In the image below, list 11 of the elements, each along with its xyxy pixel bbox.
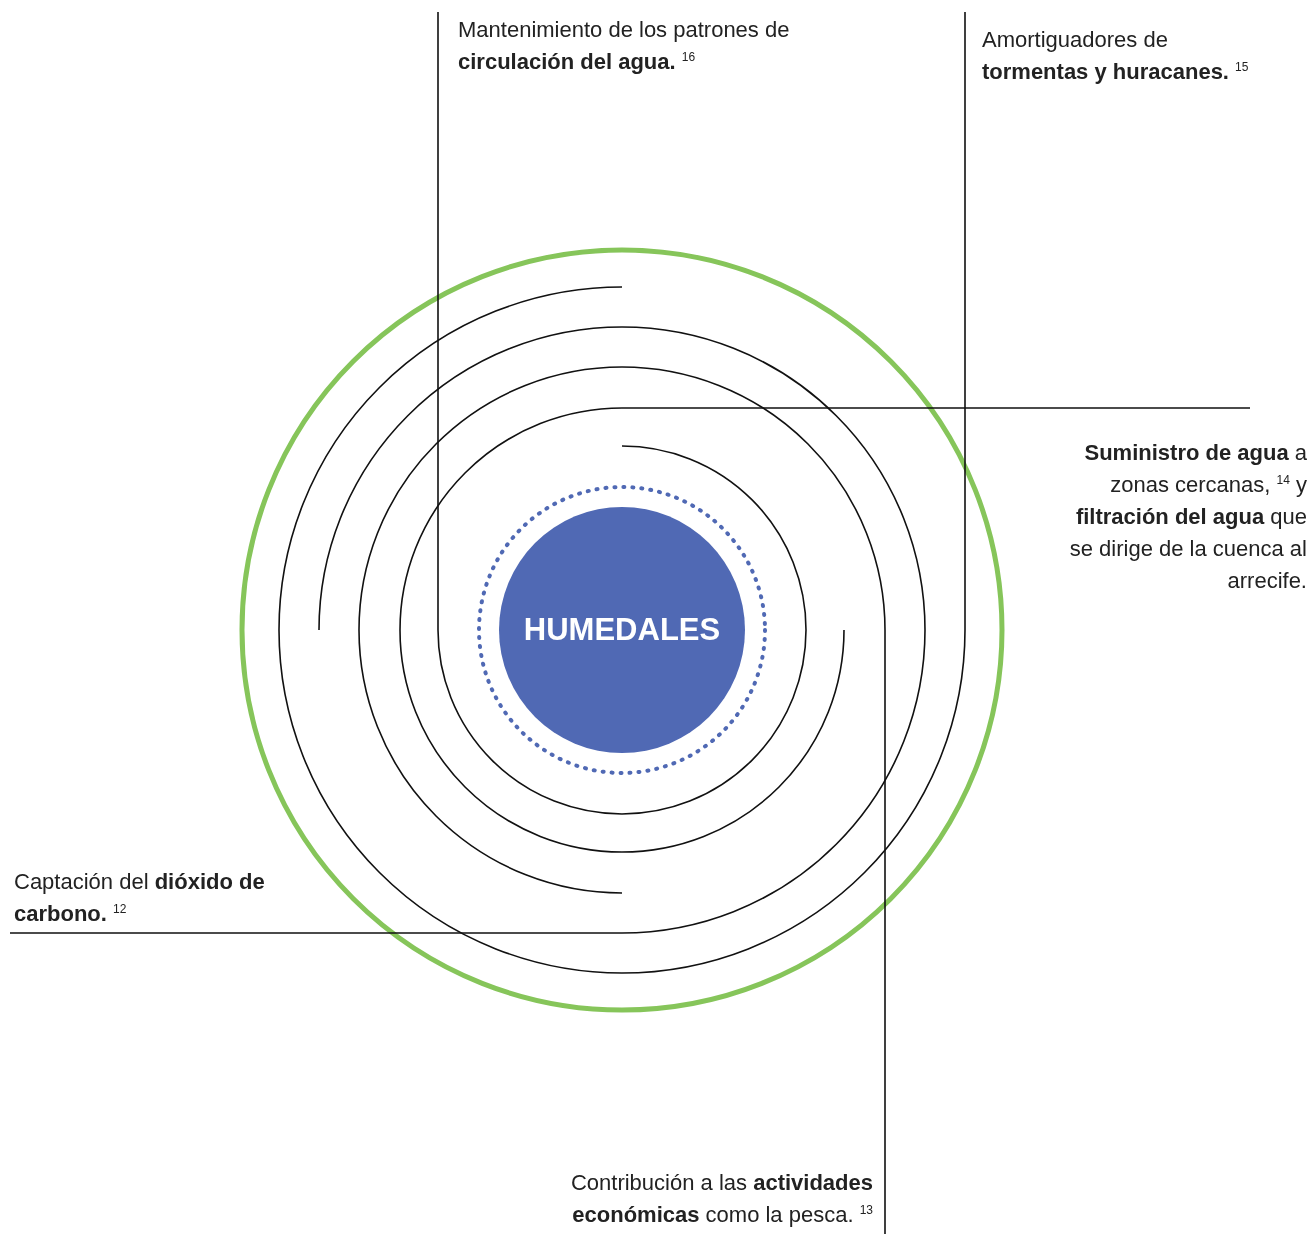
service-text: Amortiguadores de tormentas y huracanes. $^{15}$ <box>982 24 1257 88</box>
leader-line <box>399 407 1251 853</box>
leader-line <box>278 11 966 974</box>
service-text: Captación del dióxido de carbono. $^{12}$ <box>14 866 276 930</box>
service-text: Contribución a las actividades económicas como la pesca. $^{13}$ <box>493 1167 873 1231</box>
leader-line <box>358 366 886 1234</box>
center-circle: HUMEDALES <box>499 507 745 753</box>
leader-line <box>9 326 926 934</box>
service-text: Mantenimiento de los patrones de circulación del agua. $^{16}$ <box>458 14 878 78</box>
service-text: Suministro de agua a zonas cercanas, $^{14}$ y filtración del agua que se dirige de la cuenca al arrecife. <box>1067 437 1307 597</box>
leader-line <box>437 11 807 815</box>
